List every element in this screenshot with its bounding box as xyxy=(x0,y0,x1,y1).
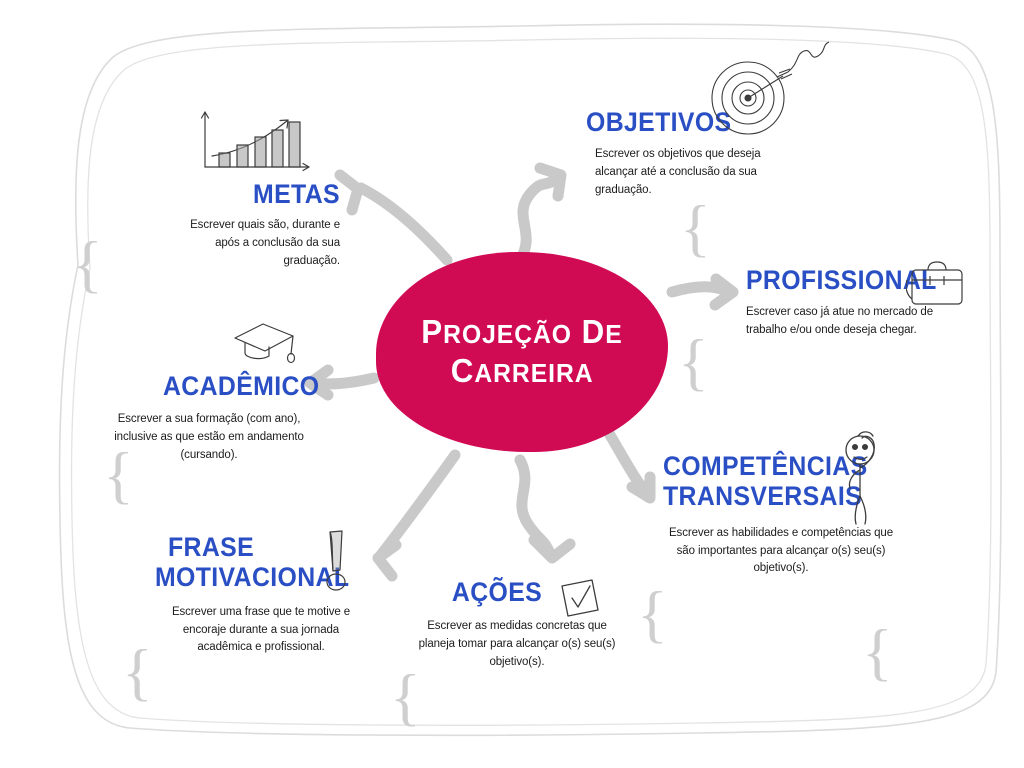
arrow-to-academico xyxy=(306,372,380,390)
arrow-to-competencias xyxy=(604,429,654,501)
node-metas[interactable]: METAS Escrever quais são, durante e após… xyxy=(175,180,340,271)
node-profissional-title: PROFISSIONAL xyxy=(746,265,937,295)
node-metas-title: METAS xyxy=(253,179,340,209)
decorative-brace: { xyxy=(122,636,153,707)
briefcase-icon xyxy=(906,258,968,312)
arrowhead-frase xyxy=(372,539,402,582)
node-profissional-description: Escrever caso já atue no mercado de trab… xyxy=(746,306,933,337)
central-topic-line-1: PROJEÇÃO DE xyxy=(421,313,623,351)
node-objetivos[interactable]: OBJETIVOS Escrever os objetivos que dese… xyxy=(586,108,816,200)
arrowhead-objetivos xyxy=(534,162,567,202)
node-acoes-title: AÇÕES xyxy=(451,577,543,607)
central-topic-line-2: CARREIRA xyxy=(450,352,594,389)
node-competencias-title-line-1: COMPETÊNCIAS xyxy=(663,451,868,481)
node-competencias-transversais[interactable]: COMPETÊNCIAS TRANSVERSAIS Escrever as ha… xyxy=(663,452,913,578)
checkbox-check-icon xyxy=(556,576,604,622)
decorative-brace: { xyxy=(637,578,668,649)
decorative-brace: { xyxy=(72,228,103,299)
arrow-to-acoes xyxy=(514,454,557,562)
arrow-to-profissional xyxy=(666,281,736,298)
node-academico-description: Escrever a sua formação (com ano), inclu… xyxy=(114,413,304,461)
node-objetivos-description: Escrever os objetivos que deseja alcança… xyxy=(595,148,761,196)
node-frase-title-line-2: MOTIVACIONAL xyxy=(155,562,350,593)
arrowhead-competencias xyxy=(626,471,656,504)
node-academico-title: ACADÊMICO xyxy=(163,371,320,401)
arrowhead-metas xyxy=(334,169,364,216)
node-frase-motivacional[interactable]: FRASE MOTIVACIONAL Escrever uma frase qu… xyxy=(155,533,375,657)
node-frase-title-line-1: FRASE xyxy=(168,532,255,562)
decorative-brace: { xyxy=(390,661,421,732)
arrowhead-acoes xyxy=(528,534,576,564)
arrow-to-metas xyxy=(355,182,453,266)
node-metas-description: Escrever quais são, durante e após a con… xyxy=(190,219,340,267)
decorative-brace: { xyxy=(680,192,711,263)
node-academico[interactable]: ACADÊMICO Escrever a sua formação (com a… xyxy=(103,371,320,465)
arrow-to-objetivos xyxy=(515,170,565,264)
central-topic-blob: PROJEÇÃO DE CARREIRA xyxy=(376,252,668,452)
node-objetivos-title: OBJETIVOS xyxy=(586,107,732,137)
arrowhead-profissional xyxy=(709,273,739,311)
node-acoes[interactable]: AÇÕES Escrever as medidas concretas que … xyxy=(412,578,628,672)
node-competencias-title-line-2: TRANSVERSAIS xyxy=(663,481,863,512)
dartboard-target-icon xyxy=(700,36,840,146)
thinking-person-icon xyxy=(832,428,902,528)
graduation-cap-icon xyxy=(231,320,301,370)
node-competencias-description: Escrever as habilidades e competências q… xyxy=(668,526,893,575)
decorative-brace: { xyxy=(862,616,893,687)
exclamation-mark-icon xyxy=(320,528,356,594)
node-profissional[interactable]: PROFISSIONAL Escrever caso já atue no me… xyxy=(746,266,976,340)
arrow-to-frase xyxy=(375,449,461,561)
node-frase-description: Escrever uma frase que te motive e encor… xyxy=(171,605,351,654)
node-acoes-description: Escrever as medidas concretas que planej… xyxy=(418,620,616,668)
bar-chart-growth-icon xyxy=(196,104,318,176)
decorative-brace: { xyxy=(678,326,709,397)
decorative-brace: { xyxy=(103,439,134,510)
